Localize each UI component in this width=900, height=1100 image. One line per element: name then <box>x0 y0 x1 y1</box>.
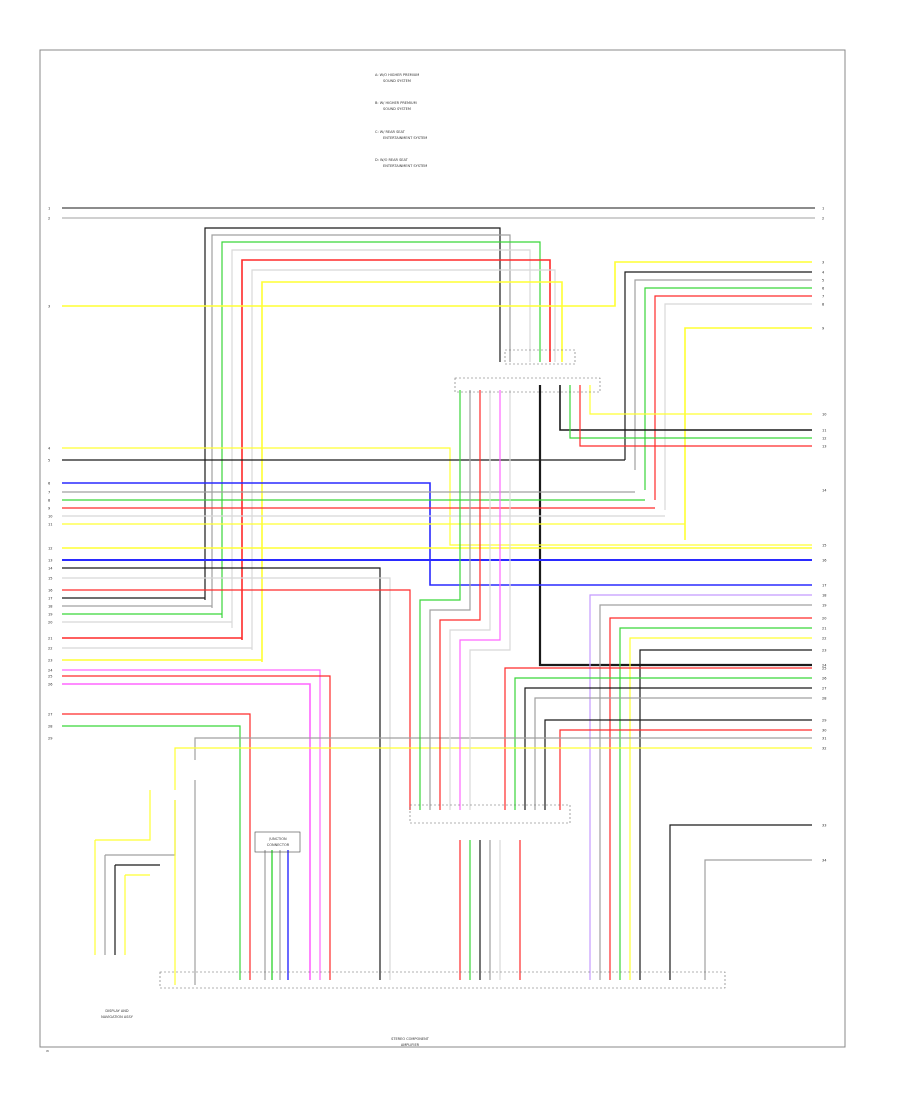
right-pin-number: 18 <box>822 594 826 598</box>
left-pin-number: 17 <box>48 597 52 601</box>
corner-code: W <box>46 1049 49 1053</box>
left-pin-number: 1 <box>48 207 50 211</box>
junction-connector-sub-label: CONNECTOR <box>267 843 290 847</box>
left-pin-number: 26 <box>48 683 52 687</box>
right-pin-number: 30 <box>822 729 826 733</box>
left-pin-number: 15 <box>48 577 52 581</box>
note-d-line2: ENTERTAINMENT SYSTEM <box>383 164 427 168</box>
right-pin-number: 17 <box>822 584 826 588</box>
right-pin-number: 8 <box>822 303 824 307</box>
left-pin-number: 2 <box>48 217 50 221</box>
left-pin-number: 6 <box>48 482 50 486</box>
left-pin-number: 28 <box>48 725 52 729</box>
right-pin-number: 4 <box>822 271 825 275</box>
left-pin-number: 8 <box>48 499 50 503</box>
left-pin-number: 5 <box>48 459 50 463</box>
left-pin-number: 10 <box>48 515 52 519</box>
connector-blocks <box>159 349 726 989</box>
left-pin-number: 23 <box>48 659 52 663</box>
left-pin-number: 27 <box>48 713 52 717</box>
right-pin-number: 24 <box>822 664 827 668</box>
right-pin-number: 26 <box>822 677 826 681</box>
right-pin-number: 31 <box>822 737 826 741</box>
right-pin-number: 13 <box>822 445 826 449</box>
right-pin-number: 14 <box>822 489 827 493</box>
right-pin-number: 32 <box>822 747 826 751</box>
right-pin-number: 7 <box>822 295 824 299</box>
stereo-component-label: STEREO COMPONENT <box>391 1037 430 1041</box>
note-a-line1: A: W/O HIGHER PREMIUM <box>375 73 419 77</box>
note-c-line2: ENTERTAINMENT SYSTEM <box>383 136 427 140</box>
mid-connector <box>409 804 571 824</box>
junction-connector-box <box>254 831 301 853</box>
right-pin-number: 22 <box>822 637 826 641</box>
left-pin-number: 14 <box>48 567 53 571</box>
wire-harness <box>62 227 812 985</box>
right-pin-number: 25 <box>822 667 826 671</box>
right-pin-number: 3 <box>822 261 824 265</box>
left-pin-number: 21 <box>48 637 52 641</box>
left-pin-number: 29 <box>48 737 52 741</box>
right-pin-number: 21 <box>822 627 826 631</box>
right-pin-number: 10 <box>822 413 826 417</box>
notes-legend: A: W/O HIGHER PREMIUM SOUND SYSTEM B: W/… <box>375 73 427 168</box>
right-pin-number: 16 <box>822 559 826 563</box>
right-pin-number: 5 <box>822 279 824 283</box>
left-pin-number: 13 <box>48 559 52 563</box>
right-pin-number: 12 <box>822 437 826 441</box>
right-pin-numbers: 1234567891011121314151617181920212223242… <box>822 207 827 863</box>
left-pin-number: 16 <box>48 589 52 593</box>
right-pin-number: 19 <box>822 604 826 608</box>
display-unit-label: DISPLAY AND <box>105 1009 128 1013</box>
left-pin-number: 22 <box>48 647 52 651</box>
left-pin-number: 11 <box>48 523 52 527</box>
right-pin-number: 2 <box>822 217 824 221</box>
right-pin-number: 33 <box>822 824 826 828</box>
left-pin-number: 19 <box>48 613 52 617</box>
note-b-line1: B: W/ HIGHER PREMIUM <box>375 101 417 105</box>
left-pin-number: 25 <box>48 675 52 679</box>
bottom-connector-strip <box>159 971 726 989</box>
right-pin-number: 34 <box>822 859 827 863</box>
top-bus-wires <box>62 207 815 219</box>
right-pin-number: 1 <box>822 207 824 211</box>
left-pin-number: 24 <box>48 669 53 673</box>
left-pin-number: 4 <box>48 447 51 451</box>
note-d-line1: D: W/O REAR SEAT <box>375 158 409 162</box>
left-pin-numbers: 1234567891011121314151617181920212223242… <box>48 207 53 741</box>
upper-connector <box>454 377 601 393</box>
upper-connector-top <box>504 349 576 365</box>
left-pin-number: 18 <box>48 605 52 609</box>
bottom-labels: STEREO COMPONENT AMPLIFIER DISPLAY AND N… <box>46 837 430 1053</box>
right-pin-number: 28 <box>822 697 826 701</box>
right-pin-number: 15 <box>822 544 826 548</box>
right-pin-number: 27 <box>822 687 826 691</box>
right-pin-number: 9 <box>822 327 824 331</box>
note-c-line1: C: W/ REAR SEAT <box>375 130 406 134</box>
left-pin-number: 12 <box>48 547 52 551</box>
left-pin-number: 7 <box>48 491 50 495</box>
right-pin-number: 23 <box>822 649 826 653</box>
note-a-line2: SOUND SYSTEM <box>383 79 411 83</box>
right-pin-number: 6 <box>822 287 824 291</box>
junction-connector-label: JUNCTION <box>268 837 287 841</box>
note-b-line2: SOUND SYSTEM <box>383 107 411 111</box>
right-pin-number: 20 <box>822 617 826 621</box>
display-unit-sub-label: NAVIGATION ASSY <box>101 1015 134 1019</box>
left-pin-number: 20 <box>48 621 52 625</box>
left-pin-number: 3 <box>48 305 50 309</box>
stereo-component-sub-label: AMPLIFIER <box>401 1043 420 1047</box>
right-pin-number: 29 <box>822 719 826 723</box>
left-pin-number: 9 <box>48 507 50 511</box>
right-pin-number: 11 <box>822 429 826 433</box>
